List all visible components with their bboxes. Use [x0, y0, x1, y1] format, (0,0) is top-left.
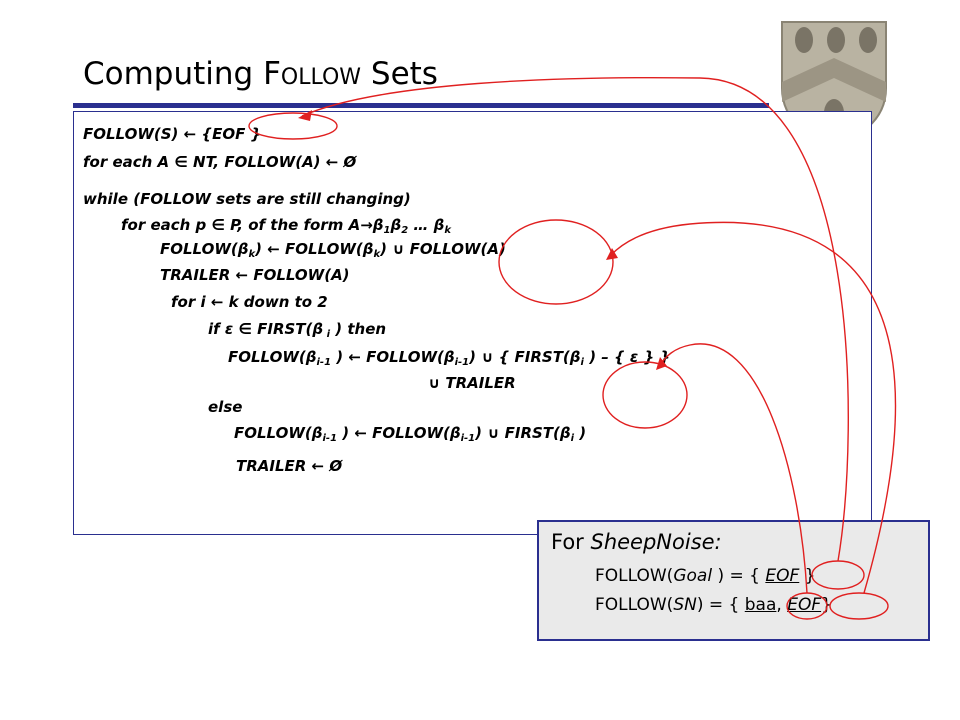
title-smallcaps: OLLOW	[280, 65, 362, 90]
algo-line-10: ∪ TRAILER	[428, 374, 516, 392]
callout-row-sn: FOLLOW(SN) = { baa, EOF}	[595, 595, 832, 615]
title-main: Computing F	[83, 56, 281, 92]
title-tail: Sets	[361, 56, 438, 92]
algo-line-2: for each A ∈ NT, FOLLOW(A) ← Ø	[83, 153, 357, 171]
algo-line-12: FOLLOW(βi-1 ) ← FOLLOW(βi-1) ∪ FIRST(βi …	[234, 424, 587, 444]
algo-line-11: else	[208, 398, 243, 416]
algo-line-9: FOLLOW(βi-1 ) ← FOLLOW(βi-1) ∪ { FIRST(β…	[228, 348, 671, 368]
callout-row-goal: FOLLOW(Goal ) = { EOF }	[595, 566, 816, 586]
algo-line-6: TRAILER ← FOLLOW(A)	[160, 266, 350, 284]
algo-line-3: while (FOLLOW sets are still changing)	[83, 190, 411, 208]
algorithm-box	[73, 111, 872, 535]
callout-heading: For SheepNoise:	[551, 530, 722, 554]
sheepnoise-callout: For SheepNoise: FOLLOW(Goal ) = { EOF } …	[537, 520, 930, 641]
algo-line-13: TRAILER ← Ø	[236, 457, 343, 475]
slide-title: Computing FOLLOW Sets	[83, 56, 438, 92]
algo-line-8: if ε ∈ FIRST(β i ) then	[208, 320, 387, 340]
algo-line-7: for i ← k down to 2	[171, 293, 328, 311]
algo-line-1: FOLLOW(S) ← {EOF }	[83, 125, 262, 143]
algo-line-4: for each p ∈ P, of the form A→β1β2 … βk	[121, 216, 452, 236]
title-rule	[73, 103, 769, 108]
algo-line-5: FOLLOW(βk) ← FOLLOW(βk) ∪ FOLLOW(A)	[160, 240, 506, 260]
